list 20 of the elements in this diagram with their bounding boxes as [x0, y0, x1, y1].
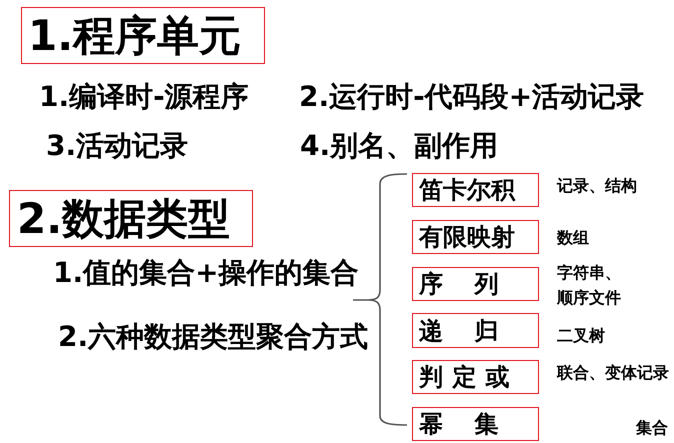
heading-box: 1.程序单元	[21, 7, 265, 64]
term-box: 有限映射	[412, 220, 539, 254]
note-text: 二叉树	[557, 324, 606, 346]
term-box: 笛卡尔积	[412, 173, 539, 207]
note-text: 记录、结构	[557, 174, 638, 196]
note-text: 数组	[557, 226, 590, 248]
term-box: 递 归	[412, 313, 539, 348]
item-text: 2.运行时-代码段+活动记录	[299, 80, 644, 114]
note-text: 字符串、顺序文件	[557, 262, 622, 309]
item-text: 4.别名、副作用	[300, 129, 498, 163]
item-text: 1.编译时-源程序	[39, 80, 249, 114]
note-text: 联合、变体记录	[557, 362, 670, 384]
item-text: 1.值的集合+操作的集合	[53, 256, 359, 290]
term-box: 幂 集	[412, 407, 539, 441]
item-text: 3.活动记录	[46, 129, 188, 163]
term-box: 序 列	[412, 267, 539, 301]
heading-box: 2.数据类型	[9, 190, 253, 247]
item-text: 2.六种数据类型聚合方式	[58, 320, 368, 354]
term-box: 判 定 或	[412, 360, 539, 394]
note-text: 集合	[636, 418, 668, 438]
